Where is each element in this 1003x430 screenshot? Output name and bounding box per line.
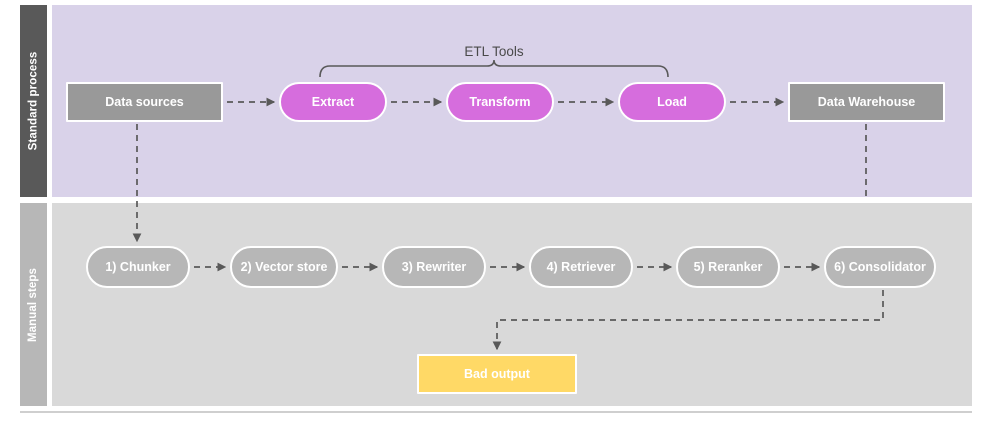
node-data-warehouse[interactable]: Data Warehouse (788, 82, 945, 122)
node-consolidator-label: 6) Consolidator (834, 259, 926, 274)
node-data-sources[interactable]: Data sources (66, 82, 223, 122)
node-rewriter-label: 3) Rewriter (401, 259, 467, 274)
node-transform-label: Transform (469, 94, 531, 109)
lane-standard-process-label: Standard process (20, 5, 47, 197)
node-data-warehouse-label: Data Warehouse (817, 94, 916, 109)
node-vector-store[interactable]: 2) Vector store (230, 246, 338, 288)
node-reranker-label: 5) Reranker (693, 259, 763, 274)
bottom-divider (20, 411, 972, 413)
node-retriever-label: 4) Retriever (546, 259, 616, 274)
node-rewriter[interactable]: 3) Rewriter (382, 246, 486, 288)
node-reranker[interactable]: 5) Reranker (676, 246, 780, 288)
node-load[interactable]: Load (618, 82, 726, 122)
node-vector-store-label: 2) Vector store (240, 259, 328, 274)
node-chunker[interactable]: 1) Chunker (86, 246, 190, 288)
node-bad-output[interactable]: Bad output (417, 354, 577, 394)
lane-manual-steps-label-text: Manual steps (27, 267, 40, 342)
node-bad-output-label: Bad output (464, 366, 530, 381)
node-transform[interactable]: Transform (446, 82, 554, 122)
lane-standard-process-label-text: Standard process (27, 51, 40, 151)
node-retriever[interactable]: 4) Retriever (529, 246, 633, 288)
lane-manual-steps-label: Manual steps (20, 203, 47, 406)
node-consolidator[interactable]: 6) Consolidator (824, 246, 936, 288)
node-load-label: Load (657, 94, 687, 109)
node-data-sources-label: Data sources (105, 94, 184, 109)
node-extract-label: Extract (311, 94, 355, 109)
node-extract[interactable]: Extract (279, 82, 387, 122)
node-chunker-label: 1) Chunker (105, 259, 171, 274)
etl-tools-label: ETL Tools (464, 44, 524, 59)
